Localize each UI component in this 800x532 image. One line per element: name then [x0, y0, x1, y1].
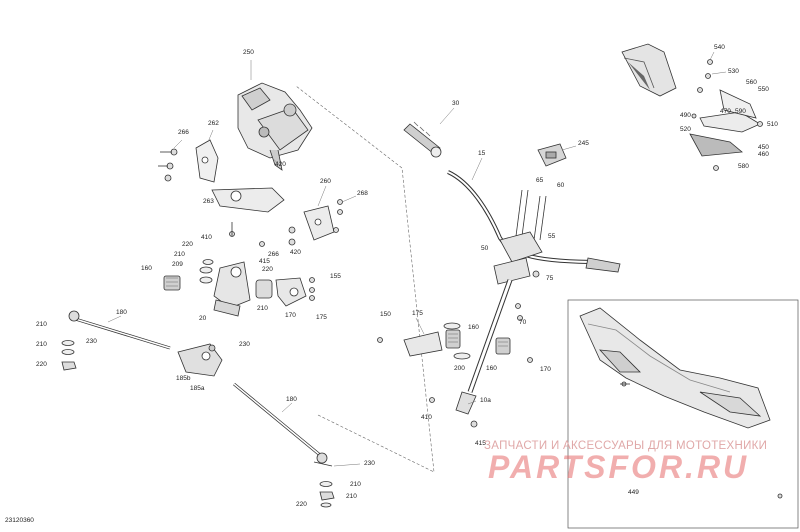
dashed-group-outline: [295, 85, 435, 473]
callout-180: 180: [116, 309, 127, 316]
callout-263: 263: [203, 198, 214, 205]
callout-520: 520: [680, 126, 691, 133]
callout-150: 150: [380, 311, 391, 318]
callout-185b: 185b: [176, 375, 191, 382]
callout-70: 70: [519, 319, 527, 326]
callout-50: 50: [481, 245, 489, 252]
callout-420: 420: [290, 249, 301, 256]
callout-220: 220: [296, 501, 307, 508]
callout-550: 550: [758, 86, 769, 93]
callout-160: 160: [468, 324, 479, 331]
callout-460: 460: [758, 151, 769, 158]
callout-266: 266: [268, 251, 279, 258]
callout-590: 590: [735, 108, 746, 115]
callout-470: 470: [720, 108, 731, 115]
bushing-160-left: [163, 275, 181, 291]
callout-210: 210: [36, 321, 47, 328]
callout-60: 60: [557, 182, 565, 189]
callout-30: 30: [452, 100, 460, 107]
callout-10a: 10a: [480, 397, 491, 404]
callout-180: 180: [286, 396, 297, 403]
callout-415: 415: [259, 258, 270, 265]
watermark-logo: PARTSFOR.RU: [488, 449, 750, 485]
callout-170: 170: [540, 366, 551, 373]
callout-450: 450: [758, 144, 769, 151]
handguard-detail: [579, 307, 783, 499]
clamp-245: [537, 143, 567, 167]
callout-210: 210: [36, 341, 47, 348]
callout-55: 55: [548, 233, 556, 240]
bushing-155: [255, 277, 307, 307]
rings-209-210: [199, 259, 214, 284]
callout-220: 220: [262, 266, 273, 273]
callout-200: 200: [454, 365, 465, 372]
small-bolts-right: [377, 303, 533, 403]
grip-30: [403, 121, 442, 158]
diagram-id: 23120360: [5, 517, 34, 524]
bracket-260: [303, 205, 335, 241]
callout-415: 415: [475, 440, 486, 447]
callout-245: 245: [578, 140, 589, 147]
callout-210: 210: [174, 251, 185, 258]
callout-262: 262: [208, 120, 219, 127]
callout-210: 210: [257, 305, 268, 312]
callout-220: 220: [36, 361, 47, 368]
callout-510: 510: [767, 121, 778, 128]
callout-160: 160: [141, 265, 152, 272]
callout-266: 266: [178, 129, 189, 136]
callout-75: 75: [546, 275, 554, 282]
callout-268: 268: [357, 190, 368, 197]
callout-449: 449: [628, 489, 639, 496]
callout-410: 410: [201, 234, 212, 241]
bracket-262: [195, 139, 219, 183]
riser-clamp: [493, 231, 543, 285]
callout-160: 160: [486, 365, 497, 372]
steering-gear-box: [237, 82, 313, 171]
callout-420: 420: [275, 161, 286, 168]
callout-230: 230: [86, 338, 97, 345]
bolts-155: [309, 277, 315, 301]
arm-263: [211, 187, 285, 213]
tie-rod-upper: [61, 310, 171, 371]
callout-175: 175: [412, 310, 423, 317]
handlebar-15: [447, 170, 621, 273]
tie-rod-lower: [233, 382, 335, 508]
bolts-268: [333, 199, 343, 233]
callout-540: 540: [714, 44, 725, 51]
handguard-top: [621, 43, 761, 157]
steering-column: [455, 279, 513, 428]
column-bushings: [403, 322, 511, 360]
callout-175: 175: [316, 314, 327, 321]
callout-530: 530: [728, 68, 739, 75]
bolts-410-420: [229, 222, 296, 247]
callout-250: 250: [243, 49, 254, 56]
handguard-bolts: [691, 59, 763, 171]
callout-490: 490: [680, 112, 691, 119]
watermark-tagline: ЗАПЧАСТИ И АКСЕССУАРЫ ДЛЯ МОТОТЕХНИКИ: [484, 440, 768, 452]
leader-lines: [107, 51, 727, 467]
callout-20: 20: [199, 315, 207, 322]
callout-15: 15: [478, 150, 486, 157]
callout-580: 580: [738, 163, 749, 170]
callout-410: 410: [421, 414, 432, 421]
callout-210: 210: [346, 493, 357, 500]
callout-560: 560: [746, 79, 757, 86]
callout-209: 209: [172, 261, 183, 268]
bolts-266: [158, 148, 178, 182]
callout-230: 230: [239, 341, 250, 348]
callout-220: 220: [182, 241, 193, 248]
riser-bolts: [515, 189, 547, 241]
callout-185a: 185a: [190, 385, 205, 392]
callout-230: 230: [364, 460, 375, 467]
callout-170: 170: [285, 312, 296, 319]
callout-260: 260: [320, 178, 331, 185]
center-link-185: [177, 343, 223, 377]
pitman-assembly: [213, 261, 251, 317]
callout-210: 210: [350, 481, 361, 488]
callout-65: 65: [536, 177, 544, 184]
callout-155: 155: [330, 273, 341, 280]
inset-frame: [567, 299, 799, 529]
